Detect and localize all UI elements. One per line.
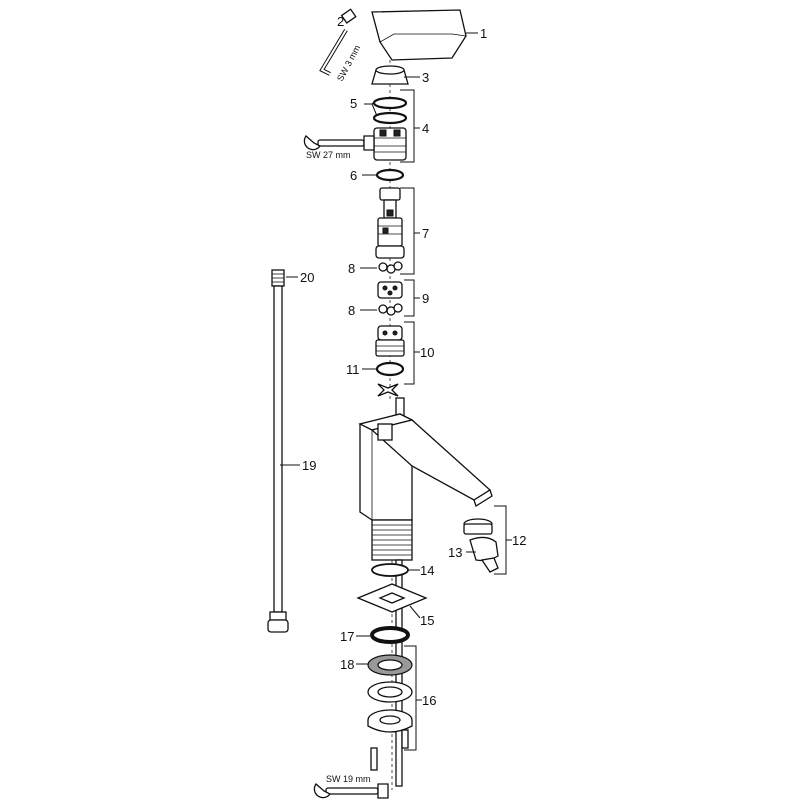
leader-15 [409,605,421,619]
aerator-key [469,536,499,573]
cartridge [375,187,405,259]
allen-key [319,28,348,76]
washer-plain [367,681,413,703]
clip [377,383,399,397]
bracket-4 [400,89,415,163]
threaded-shank [371,519,413,561]
aerator [463,518,493,535]
flex-hose [267,269,289,633]
callout-11: 11 [346,362,360,377]
callout-2: 2 [337,14,344,29]
wrench-27 [303,135,375,151]
callout-1: 1 [480,26,487,41]
o-ring-5a [372,96,408,110]
o-ring-6 [375,168,405,182]
cover-cap [371,65,409,85]
callout-20: 20 [300,270,314,285]
bracket-10 [404,321,415,385]
washer-18 [367,654,413,676]
o-ring-5b [372,111,408,125]
callout-8a: 8 [348,261,355,276]
seals-8a [378,261,403,274]
gasket-14 [371,563,409,577]
screw-right [401,729,409,749]
callout-7: 7 [422,226,429,241]
callout-6: 6 [350,168,357,183]
callout-4: 4 [422,121,429,136]
callout-3: 3 [422,70,429,85]
bracket-16 [404,645,417,751]
callout-8b: 8 [348,303,355,318]
callout-10: 10 [420,345,434,360]
bracket-7 [400,187,415,275]
bracket-9 [404,279,415,317]
wrench-19 [313,783,389,799]
cartridge-nut [373,127,407,161]
callout-16: 16 [422,693,436,708]
mixer-body [358,397,493,521]
wrench-19-size: SW 19 mm [326,774,371,784]
callout-9: 9 [422,291,429,306]
base-plate [356,583,428,613]
seals-8b [378,303,403,316]
wrench-27-size: SW 27 mm [306,150,351,160]
grub-screw [340,8,357,24]
callout-5: 5 [350,96,357,111]
allen-key-size: SW 3 mm [335,43,362,83]
callout-17: 17 [340,629,354,644]
callout-14: 14 [420,563,434,578]
callout-15: 15 [420,613,434,628]
fixing-bracket [367,709,413,733]
callout-12: 12 [512,533,526,548]
ring-17 [370,626,410,644]
handle-lever [371,9,467,61]
callout-19: 19 [302,458,316,473]
thermo-insert [375,325,405,357]
callout-18: 18 [340,657,354,672]
cartridge-disc [377,281,403,299]
o-ring-11 [375,361,405,377]
callout-13: 13 [448,545,462,560]
screw-left [370,747,378,771]
